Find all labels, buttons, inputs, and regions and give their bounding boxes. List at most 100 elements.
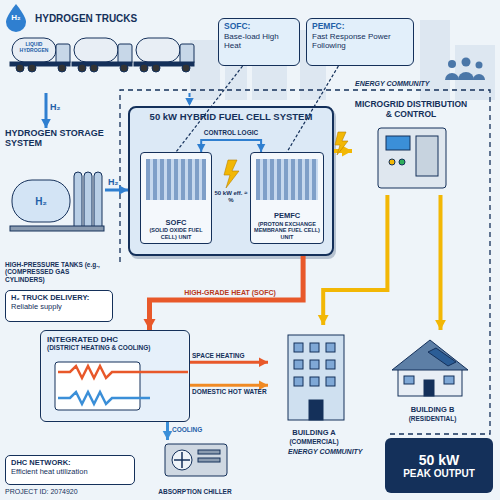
node-body: HIGH-PRESSURE TANKS (e.g., (COMPRESSED G… — [5, 261, 105, 283]
building-b-illustration — [428, 348, 456, 366]
building-b-illustration — [398, 368, 462, 396]
truck-illustration — [28, 64, 36, 72]
control-cabinet — [389, 159, 395, 165]
people-icon — [445, 73, 459, 80]
node-heading: PEMFC: — [312, 22, 408, 32]
building-a-illustration — [288, 335, 344, 420]
edge-label: H₂ — [50, 103, 70, 113]
storage-tanks — [94, 172, 102, 230]
truck-illustration — [136, 38, 180, 62]
annotation-label: LIQUID HYDROGEN — [14, 42, 54, 53]
hydrogen-drop-icon — [6, 4, 26, 32]
truck-illustration — [90, 64, 98, 72]
note-box: H₂ TRUCK DELIVERY:Reliable supply — [5, 290, 113, 322]
truck-illustration — [140, 64, 148, 72]
connector-line — [190, 361, 268, 364]
heat-exchanger — [58, 392, 150, 404]
node-heading: ABSORPTION CHILLER — [158, 488, 231, 495]
arrow-head — [435, 320, 446, 330]
building-b-illustration — [392, 340, 468, 370]
note-box: DHC NETWORK:Efficient heat utilization — [5, 455, 135, 485]
flow-connector — [144, 256, 304, 330]
connector-line — [334, 149, 352, 153]
truck-illustration — [56, 44, 70, 64]
connector-line — [166, 422, 169, 440]
heat-exchanger — [42, 331, 188, 420]
chiller-illustration — [174, 452, 190, 468]
node-body: (SOLID OXIDE FUEL CELL) UNIT — [141, 227, 211, 243]
chiller-illustration — [165, 444, 227, 476]
storage-tanks — [74, 172, 82, 230]
edge-label: CONTROL LOGIC — [201, 129, 261, 136]
truck-illustration — [74, 38, 118, 62]
building-a-illustration — [294, 360, 303, 369]
node-heading: 50 kW HYBRID FUEL CELL SYSTEM — [130, 112, 332, 123]
building-a-illustration — [326, 377, 335, 386]
annotation-label: PROJECT ID: 2074920 — [5, 488, 155, 496]
building-group: BUILDING B(RESIDENTIAL) — [380, 330, 485, 422]
arrow-head — [41, 119, 51, 128]
city-skyline — [420, 20, 450, 100]
node-heading: 50 kW — [419, 452, 459, 468]
truck-illustration — [152, 64, 160, 72]
arrow-head — [185, 98, 193, 106]
building-a-illustration — [288, 335, 344, 420]
building-a-illustration — [310, 343, 319, 352]
people-icon — [448, 60, 456, 68]
callout-box: PEMFC:Fast Response Power Following — [306, 18, 414, 66]
connector-line — [190, 384, 268, 387]
control-cabinet — [399, 159, 405, 165]
callout-box: SOFC:Base-load High Heat — [218, 18, 300, 66]
annotation-label: H₂ — [6, 14, 26, 23]
dhc-box: INTEGRATED DHC(DISTRICT HEATING & COOLIN… — [40, 330, 190, 422]
control-cabinet — [386, 136, 410, 150]
connector-line — [105, 189, 128, 192]
storage-group: HYDROGEN STORAGE SYSTEMHIGH-PRESSURE TAN… — [5, 128, 105, 283]
storage-tanks — [10, 172, 104, 231]
node-body: Base-load High Heat — [224, 32, 294, 50]
node-heading: MICROGRID DISTRIBUTION & CONTROL — [352, 100, 470, 120]
truck-illustration — [118, 44, 132, 64]
heat-exchanger — [58, 366, 188, 378]
flow-connector — [163, 422, 173, 440]
truck-illustration — [10, 38, 194, 72]
node-heading: INTEGRATED DHC — [47, 335, 183, 344]
people-icon — [458, 72, 474, 80]
edge-label: SPACE HEATING — [192, 352, 268, 359]
building-a-illustration — [294, 377, 303, 386]
node-heading: H₂ TRUCK DELIVERY: — [11, 294, 107, 303]
annotation-label: 50 kW eff. ≈ % — [212, 190, 250, 203]
control-cabinet — [416, 136, 438, 176]
flow-connector — [435, 195, 446, 330]
edge-label: COOLING — [172, 426, 212, 433]
storage-tanks — [10, 226, 104, 231]
node-heading: SOFC — [141, 219, 211, 228]
flow-connector — [185, 93, 193, 106]
truck-illustration — [120, 64, 128, 72]
edge-label: HIGH-GRADE HEAT (SOFC) — [160, 289, 300, 297]
lightning-symbol — [335, 132, 348, 155]
node-heading: DHC NETWORK: — [11, 459, 129, 468]
chiller-illustration — [198, 450, 220, 454]
building-a-illustration — [326, 360, 335, 369]
node-heading: PEMFC — [251, 212, 323, 221]
control-cabinet — [378, 128, 446, 188]
building-b-illustration — [404, 376, 414, 384]
annotation-label: ENERGY COMMUNITY — [288, 448, 384, 456]
node-body: (COMMERCIAL) — [289, 438, 338, 445]
truck-illustration — [12, 38, 56, 62]
connector-line — [45, 93, 48, 128]
people-icon — [445, 58, 485, 81]
people-icon — [462, 58, 471, 67]
building-a-illustration — [294, 343, 303, 352]
building-group: BUILDING A(COMMERCIAL) — [268, 325, 360, 445]
node-body: Efficient heat utilization — [11, 468, 129, 477]
truck-illustration — [58, 64, 66, 72]
connector-line — [150, 256, 304, 330]
hydrogen-drop-icon — [6, 4, 26, 32]
storage-tanks — [12, 180, 70, 222]
fuel-cell-unit: SOFC(SOLID OXIDE FUEL CELL) UNIT — [140, 152, 212, 244]
node-heading: BUILDING A — [292, 429, 335, 438]
arrow-head — [342, 146, 352, 157]
